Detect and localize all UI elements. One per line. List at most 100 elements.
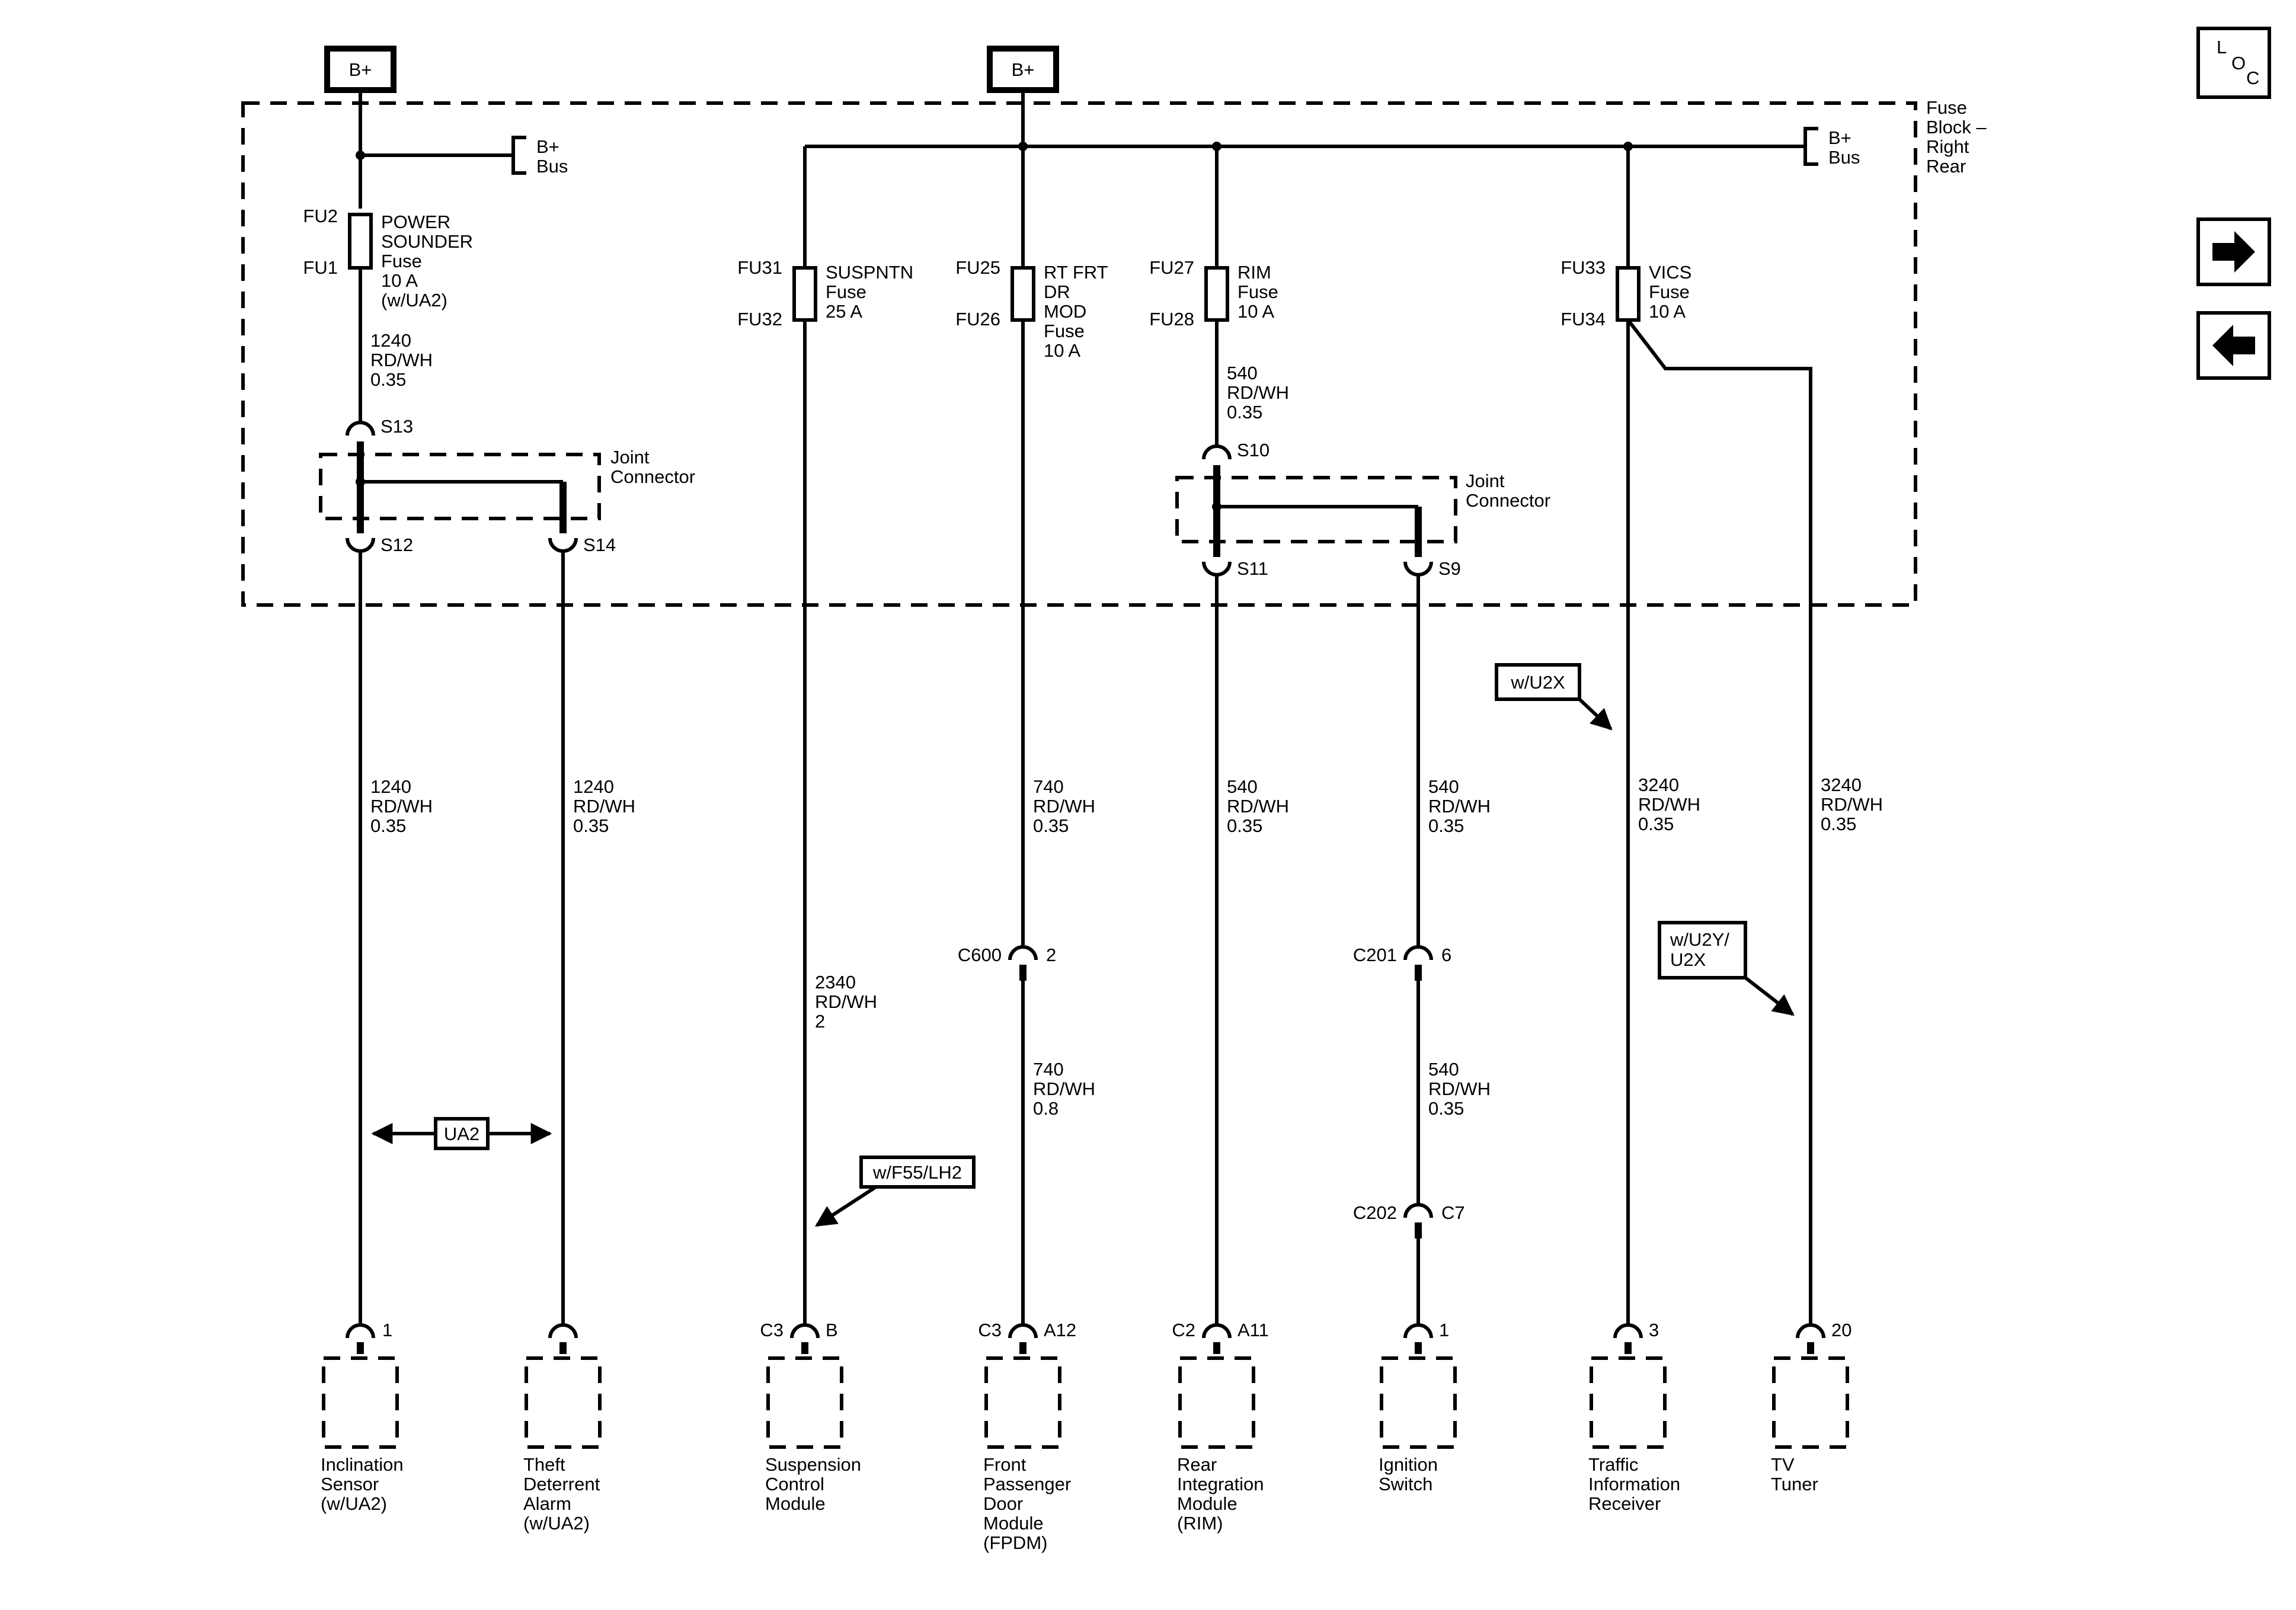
wire-label-8: 3240 RD/WH 0.35 [1638, 774, 1700, 834]
svg-text:FU32: FU32 [737, 309, 782, 329]
joint-left-label-1: Joint [610, 447, 650, 468]
splice-s9: S9 [1438, 558, 1461, 579]
svg-text:540: 540 [1428, 1059, 1459, 1080]
svg-text:RD/WH: RD/WH [1227, 382, 1289, 403]
svg-text:Switch: Switch [1379, 1474, 1432, 1494]
svg-text:RD/WH: RD/WH [1033, 796, 1095, 817]
svg-text:RD/WH: RD/WH [370, 350, 433, 370]
splice-s13: S13 [380, 416, 413, 437]
svg-text:Front: Front [983, 1454, 1027, 1475]
svg-text:w/U2X: w/U2X [1510, 672, 1565, 693]
svg-text:1240: 1240 [573, 776, 614, 797]
svg-text:0.35: 0.35 [1227, 815, 1262, 836]
prev-page-button[interactable] [2196, 311, 2271, 380]
wire-label-2: 1240 RD/WH 0.35 [370, 776, 433, 836]
splice-s10: S10 [1237, 440, 1269, 460]
joint-connector-left [319, 453, 601, 520]
svg-text:Fuse: Fuse [1237, 281, 1278, 302]
wire-label-3: 1240 RD/WH 0.35 [573, 776, 635, 836]
svg-text:Ignition: Ignition [1379, 1454, 1438, 1475]
component-front-passenger-door-module: C3 A12 Front Passenger Door Module (FPDM… [978, 1320, 1076, 1553]
svg-text:0.35: 0.35 [573, 815, 609, 836]
svg-text:(w/UA2): (w/UA2) [381, 290, 447, 311]
svg-text:POWER: POWER [381, 212, 450, 232]
svg-text:C600: C600 [958, 945, 1002, 965]
fuse-block-label-2: Block – [1926, 117, 1987, 137]
arrow-left-icon [2212, 325, 2255, 366]
wire-label-10: 2340 RD/WH 2 [815, 972, 877, 1032]
option-ua2: UA2 [371, 1117, 552, 1150]
svg-text:RIM: RIM [1237, 262, 1271, 283]
svg-text:3: 3 [1649, 1320, 1659, 1340]
svg-text:Fuse: Fuse [381, 251, 422, 271]
svg-text:0.8: 0.8 [1033, 1098, 1059, 1119]
component-traffic-information-receiver: 3 Traffic Information Receiver [1588, 1320, 1680, 1514]
wire-label-4: 540 RD/WH 0.35 [1227, 363, 1289, 422]
svg-text:(RIM): (RIM) [1177, 1513, 1223, 1534]
svg-text:0.35: 0.35 [1428, 815, 1464, 836]
wire-label-7: 540 RD/WH 0.35 [1428, 776, 1491, 836]
splice-s14: S14 [583, 534, 616, 555]
svg-text:RD/WH: RD/WH [1227, 796, 1289, 817]
svg-text:C7: C7 [1441, 1202, 1465, 1223]
svg-text:Alarm: Alarm [523, 1493, 571, 1514]
svg-text:DR: DR [1044, 281, 1070, 302]
wire-label-5: 740 RD/WH 0.35 [1033, 776, 1095, 836]
joint-right-label-2: Connector [1466, 490, 1550, 511]
next-page-button[interactable] [2196, 217, 2271, 286]
svg-text:(w/UA2): (w/UA2) [523, 1513, 590, 1534]
svg-text:0.35: 0.35 [1638, 814, 1674, 834]
component-theft-deterrent-alarm: Theft Deterrent Alarm (w/UA2) [523, 1323, 602, 1534]
fuse-rt-frt-dr-mod: FU25 FU26 RT FRT DR MOD Fuse 10 A [955, 257, 1108, 361]
svg-text:Fuse: Fuse [1649, 281, 1690, 302]
svg-text:Module: Module [1177, 1493, 1237, 1514]
fuse-rim: FU27 FU28 RIM Fuse 10 A [1149, 257, 1278, 329]
fuse-block-label-4: Rear [1926, 156, 1966, 177]
svg-text:Door: Door [983, 1493, 1023, 1514]
svg-text:MOD: MOD [1044, 301, 1086, 322]
svg-text:B+: B+ [1012, 59, 1035, 80]
svg-text:1: 1 [382, 1320, 392, 1340]
svg-text:RD/WH: RD/WH [815, 991, 877, 1012]
connector-c202: C202 C7 [1353, 1202, 1465, 1238]
svg-text:C3: C3 [978, 1320, 1002, 1340]
joint-right-label-1: Joint [1466, 470, 1505, 491]
svg-text:FU27: FU27 [1149, 257, 1194, 278]
svg-text:FU25: FU25 [955, 257, 1000, 278]
svg-text:10 A: 10 A [1237, 301, 1274, 322]
loc-l: L [2217, 37, 2227, 57]
svg-text:FU31: FU31 [737, 257, 782, 278]
svg-text:C201: C201 [1353, 945, 1397, 965]
svg-text:w/F55/LH2: w/F55/LH2 [872, 1162, 962, 1183]
bus-right-label-2: Bus [1828, 147, 1860, 168]
svg-text:0.35: 0.35 [370, 369, 406, 390]
loc-button[interactable]: L O C [2196, 27, 2271, 99]
svg-text:A11: A11 [1237, 1320, 1269, 1340]
svg-text:Control: Control [765, 1474, 824, 1494]
svg-text:6: 6 [1441, 945, 1451, 965]
svg-text:Module: Module [983, 1513, 1044, 1534]
option-f55-lh2: w/F55/LH2 [814, 1156, 976, 1227]
b-plus-right: B+ [987, 46, 1059, 93]
svg-text:540: 540 [1428, 776, 1459, 797]
svg-text:0.35: 0.35 [370, 815, 406, 836]
svg-text:C202: C202 [1353, 1202, 1397, 1223]
svg-text:RD/WH: RD/WH [1428, 1078, 1491, 1099]
splice-s12: S12 [380, 534, 413, 555]
svg-text:Information: Information [1588, 1474, 1680, 1494]
svg-text:C2: C2 [1172, 1320, 1195, 1340]
svg-text:RD/WH: RD/WH [573, 796, 635, 817]
svg-text:Traffic: Traffic [1588, 1454, 1638, 1475]
b-plus-left: B+ [324, 46, 396, 93]
fuse-power-sounder: FU2 FU1 POWER SOUNDER Fuse 10 A (w/UA2) [303, 206, 473, 311]
svg-text:3240: 3240 [1821, 774, 1862, 795]
svg-text:A12: A12 [1044, 1320, 1076, 1340]
svg-text:540: 540 [1227, 363, 1258, 383]
option-u2x: w/U2X [1495, 663, 1613, 731]
connector-c201: C201 6 [1353, 945, 1451, 981]
svg-text:RD/WH: RD/WH [1428, 796, 1491, 817]
svg-text:TV: TV [1771, 1454, 1795, 1475]
arrow-right-icon [2212, 231, 2255, 273]
svg-text:Receiver: Receiver [1588, 1493, 1661, 1514]
component-rear-integration-module: C2 A11 Rear Integration Module (RIM) [1172, 1320, 1269, 1534]
